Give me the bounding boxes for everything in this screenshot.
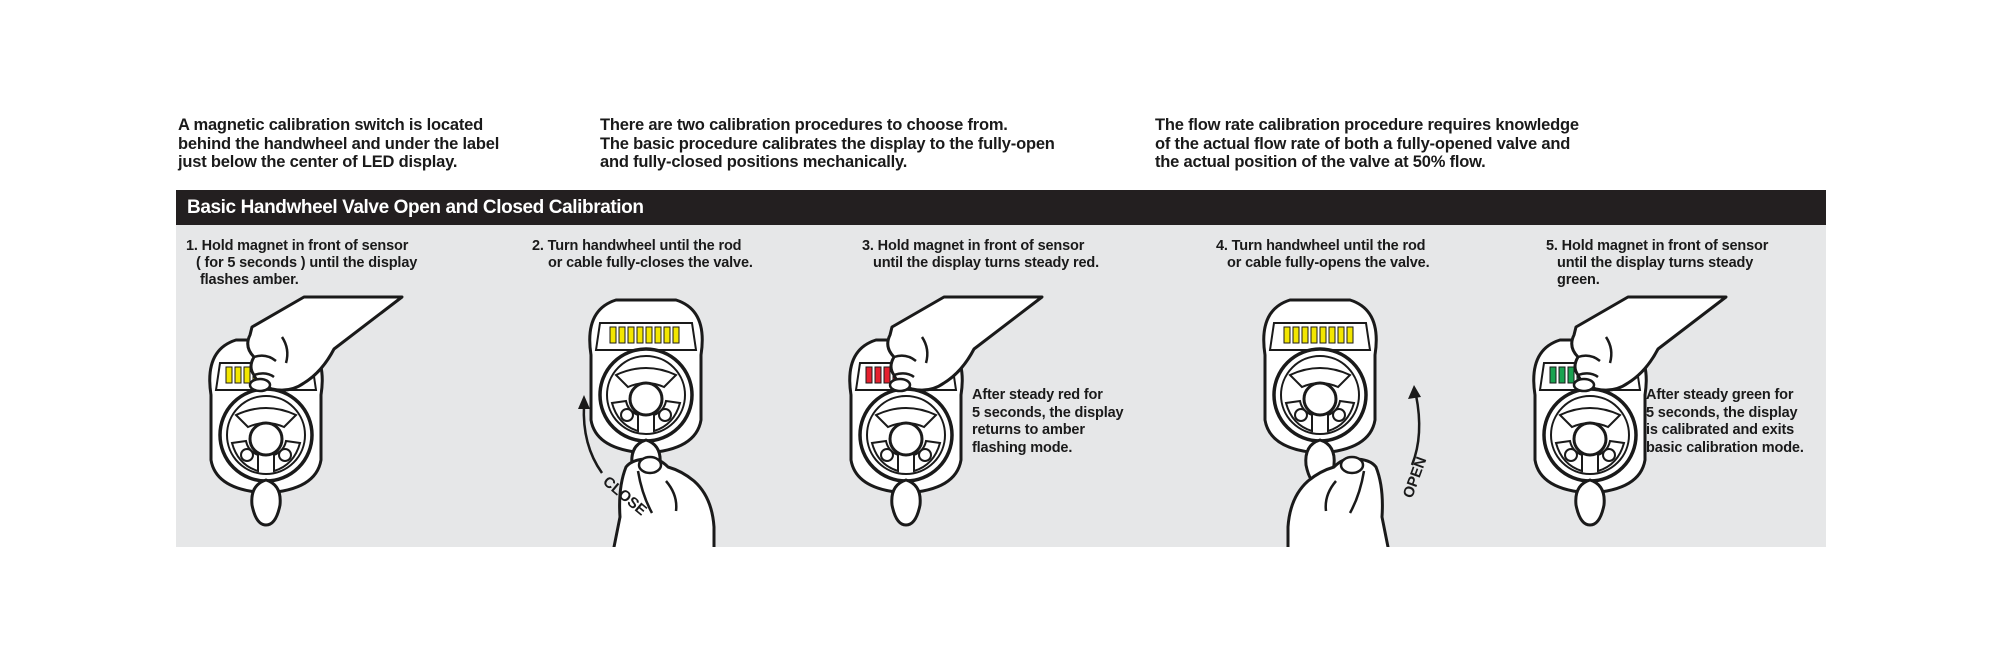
- intro-paragraph-magnetic-switch: A magnetic calibration switch is located…: [178, 116, 538, 172]
- step-5-instructions: 5. Hold magnet in front of sensor until …: [1546, 238, 1806, 289]
- note-line: 5 seconds, the display: [1646, 404, 1798, 421]
- step-line: green.: [1557, 272, 1600, 288]
- calibration-illustrations: CLOSE: [208, 295, 1728, 547]
- note-line: basic calibration mode.: [1646, 439, 1804, 456]
- hand-grab-icon: [1286, 455, 1390, 547]
- intro-line: and fully-closed positions mechanically.: [600, 153, 908, 171]
- step-line: 1. Hold magnet in front of sensor: [186, 238, 409, 254]
- intro-line: There are two calibration procedures to …: [600, 116, 1008, 134]
- intro-paragraph-procedures: There are two calibration procedures to …: [600, 116, 1100, 172]
- calibration-steps-panel: CLOSE: [176, 225, 1826, 547]
- hand-with-magnet-icon: [1570, 295, 1728, 393]
- step-line: until the display turns steady red.: [873, 255, 1099, 271]
- intro-line: the actual position of the valve at 50% …: [1155, 153, 1486, 171]
- step-3-instructions: 3. Hold magnet in front of sensor until …: [862, 238, 1122, 272]
- counterclockwise-arrow-icon: [582, 404, 604, 474]
- intro-line: behind the handwheel and under the label: [178, 134, 500, 153]
- section-title-bar: Basic Handwheel Valve Open and Closed Ca…: [176, 190, 1826, 225]
- note-line: After steady green for: [1646, 387, 1794, 403]
- step-line: 3. Hold magnet in front of sensor: [862, 238, 1085, 254]
- step-4-illustration: OPEN: [1262, 298, 1431, 547]
- step-2-illustration: CLOSE: [578, 298, 716, 547]
- step-5-note: After steady green for 5 seconds, the di…: [1646, 387, 1816, 457]
- hand-with-magnet-icon: [246, 295, 404, 393]
- clockwise-arrow-icon: [1410, 394, 1421, 466]
- step-2-instructions: 2. Turn handwheel until the rod or cable…: [532, 238, 792, 272]
- intro-line: The basic procedure calibrates the displ…: [600, 134, 1055, 153]
- step-line: until the display turns steady: [1557, 255, 1754, 271]
- intro-line: A magnetic calibration switch is located: [178, 116, 483, 134]
- step-line: ( for 5 seconds ) until the display: [196, 255, 418, 271]
- intro-paragraph-flow-rate: The flow rate calibration procedure requ…: [1155, 116, 1625, 172]
- intro-line: just below the center of LED display.: [178, 153, 458, 171]
- note-line: is calibrated and exits: [1646, 422, 1795, 438]
- hand-with-magnet-icon: [886, 295, 1044, 393]
- intro-line: of the actual flow rate of both a fully-…: [1155, 134, 1571, 153]
- led-bar-amber: [1283, 326, 1354, 344]
- intro-line: The flow rate calibration procedure requ…: [1155, 116, 1579, 134]
- step-line: 2. Turn handwheel until the rod: [532, 238, 742, 254]
- step-line: or cable fully-opens the valve.: [1227, 255, 1430, 271]
- note-line: 5 seconds, the display: [972, 404, 1124, 421]
- step-4-instructions: 4. Turn handwheel until the rod or cable…: [1216, 238, 1476, 272]
- note-line: After steady red for: [972, 387, 1103, 403]
- open-label: OPEN: [1400, 455, 1431, 501]
- note-line: flashing mode.: [972, 439, 1073, 456]
- step-5-illustration: [1532, 295, 1728, 527]
- led-bar-amber: [609, 326, 680, 344]
- step-1-instructions: 1. Hold magnet in front of sensor ( for …: [186, 238, 436, 289]
- step-3-note: After steady red for 5 seconds, the disp…: [972, 387, 1142, 457]
- step-line: or cable fully-closes the valve.: [548, 255, 753, 271]
- step-line: 5. Hold magnet in front of sensor: [1546, 238, 1769, 254]
- step-3-illustration: [848, 295, 1044, 527]
- step-line: 4. Turn handwheel until the rod: [1216, 238, 1426, 254]
- step-line: flashes amber.: [200, 272, 299, 288]
- step-1-illustration: [208, 295, 404, 527]
- note-line: returns to amber: [972, 422, 1085, 438]
